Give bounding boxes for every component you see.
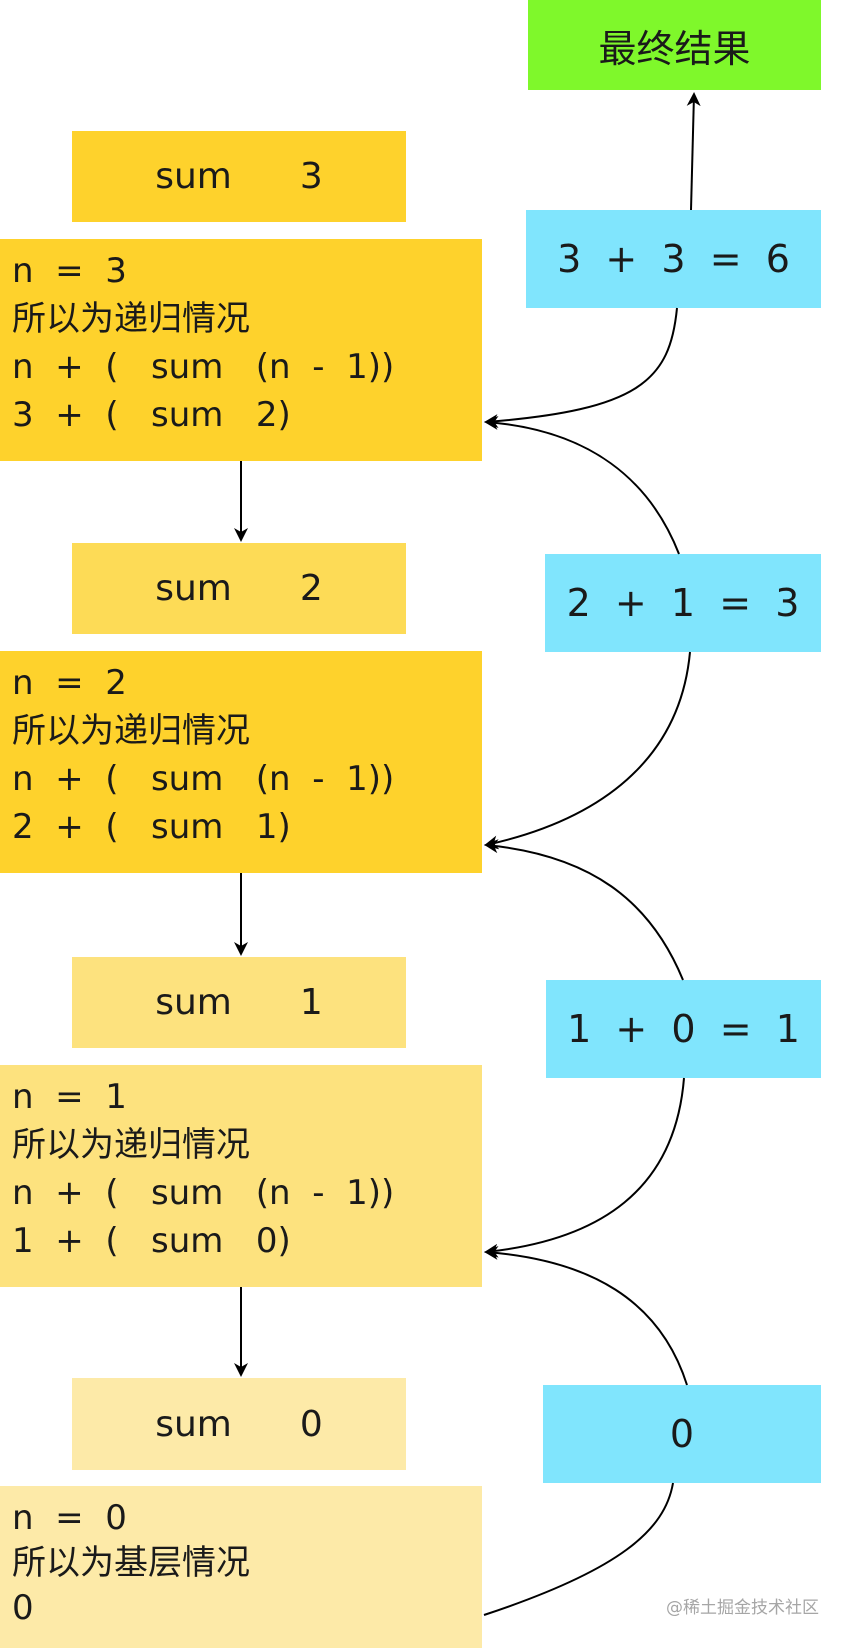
result-box-3: 2 + 1 = 3	[545, 554, 821, 652]
call-box-sum-1: sum 1	[72, 957, 406, 1048]
condition-line: n = 1	[12, 1077, 127, 1117]
call-box-sum-3: sum 3	[72, 131, 406, 222]
substituted-line: 1 + ( sum 0)	[12, 1221, 291, 1261]
formula-line: n + ( sum (n - 1))	[12, 759, 395, 799]
call-argument: 0	[299, 1403, 323, 1445]
return-arrow-from-block-0-up	[484, 1245, 688, 1386]
final-result-label: 最终结果	[598, 26, 751, 71]
result-box-6: 3 + 3 = 6	[526, 210, 821, 308]
condition-line: n = 2	[12, 663, 127, 703]
result-expression: 3 + 3 = 6	[557, 237, 790, 281]
substituted-line: 2 + ( sum 1)	[12, 807, 291, 847]
watermark: @稀土掘金技术社区	[666, 1598, 819, 1618]
base-case-block-0: n = 0 所以为基层情况 0	[0, 1486, 482, 1648]
recursive-case-block-3: n = 3 所以为递归情况 n + ( sum (n - 1)) 3 + ( s…	[0, 239, 482, 461]
condition-line: n = 0	[12, 1498, 127, 1538]
call-argument: 3	[299, 156, 323, 197]
result-expression: 0	[669, 1412, 695, 1456]
call-box-sum-2: sum 2	[72, 543, 406, 634]
call-function-name: sum	[155, 982, 232, 1023]
return-arrow-0-from-base	[483, 1482, 674, 1616]
base-value-line: 0	[12, 1588, 34, 1628]
result-box-0: 0	[543, 1385, 821, 1483]
result-expression: 2 + 1 = 3	[566, 581, 800, 625]
case-line: 所以为基层情况	[12, 1543, 250, 1583]
return-arrow-from-block-2-up	[484, 415, 680, 555]
return-arrow-1-to-block-1	[484, 1077, 685, 1258]
return-arrow-3-to-block-2	[484, 651, 691, 850]
call-argument: 2	[299, 568, 323, 609]
recursive-case-block-1: n = 1 所以为递归情况 n + ( sum (n - 1)) 1 + ( s…	[0, 1065, 482, 1287]
result-expression: 1 + 0 = 1	[567, 1007, 800, 1051]
recursive-case-block-2: n = 2 所以为递归情况 n + ( sum (n - 1)) 2 + ( s…	[0, 651, 482, 873]
final-result-box: 最终结果	[528, 0, 821, 90]
return-arrow-6-to-block-3	[484, 307, 678, 429]
formula-line: n + ( sum (n - 1))	[12, 347, 395, 387]
condition-line: n = 3	[12, 251, 127, 291]
call-function-name: sum	[155, 1403, 232, 1445]
return-arrow-from-block-1-up	[484, 839, 684, 981]
case-line: 所以为递归情况	[12, 711, 250, 751]
case-line: 所以为递归情况	[12, 299, 250, 339]
result-box-1: 1 + 0 = 1	[546, 980, 821, 1078]
call-function-name: sum	[155, 568, 232, 609]
call-argument: 1	[299, 982, 323, 1023]
formula-line: n + ( sum (n - 1))	[12, 1173, 395, 1213]
call-function-name: sum	[155, 156, 232, 197]
case-line: 所以为递归情况	[12, 1125, 250, 1165]
final-result-arrow	[686, 92, 701, 211]
substituted-line: 3 + ( sum 2)	[12, 395, 291, 435]
call-box-sum-0: sum 0	[72, 1378, 406, 1470]
